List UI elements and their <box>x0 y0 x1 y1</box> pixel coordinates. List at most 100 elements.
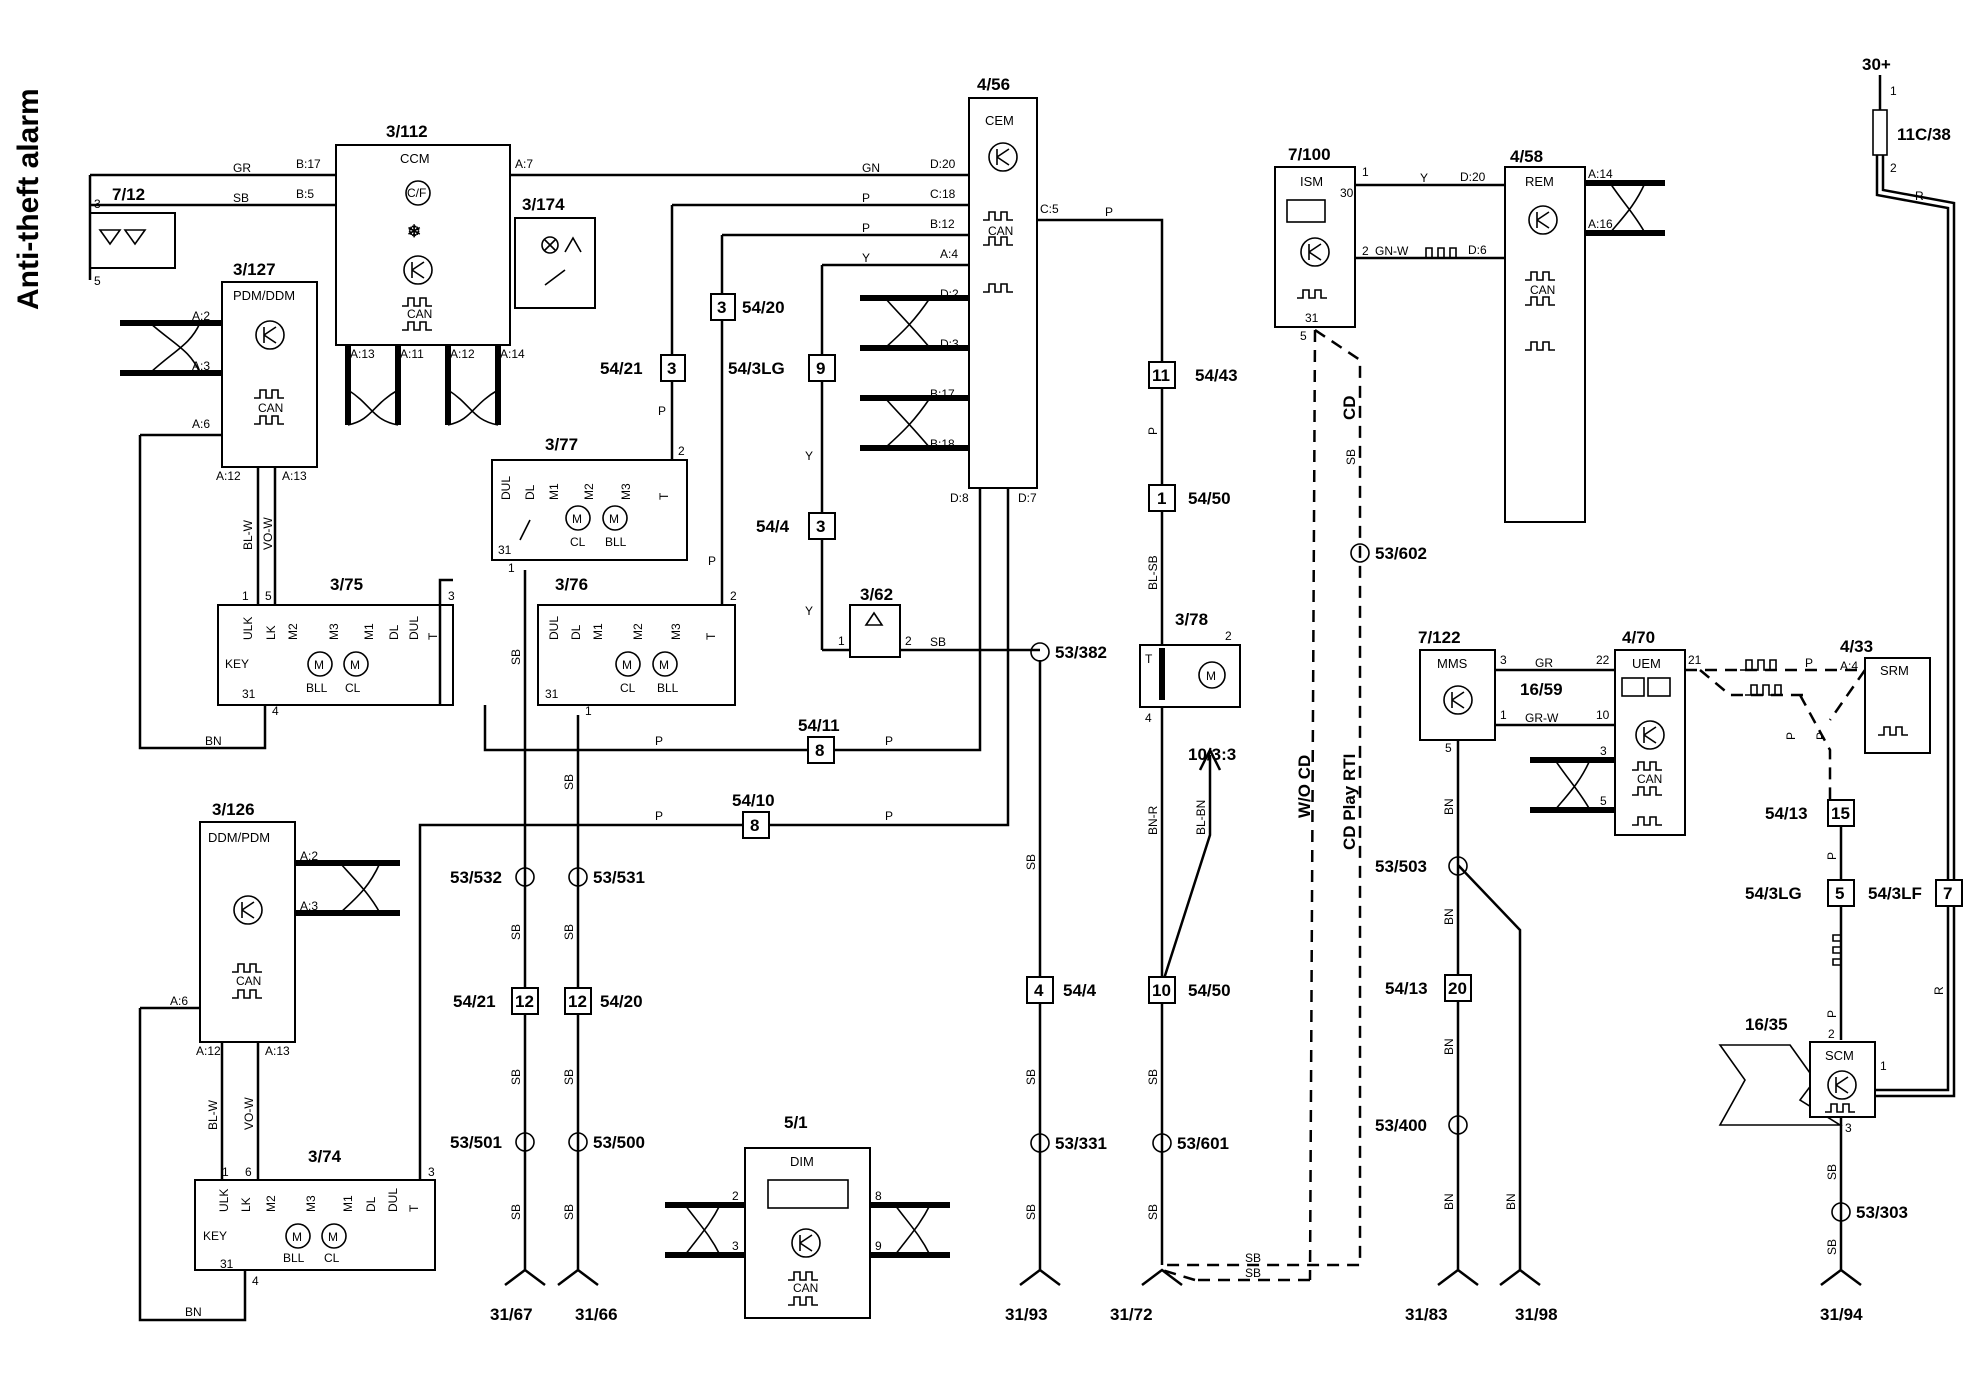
component-pdm-ddm: 3/127 PDM/DDM CAN A:2 A:3 A:6 A:12 A:13 <box>120 260 318 483</box>
svg-text:53/303: 53/303 <box>1856 1203 1908 1222</box>
svg-text:A:6: A:6 <box>170 994 188 1008</box>
svg-text:A:14: A:14 <box>500 347 525 361</box>
svg-text:CL: CL <box>324 1251 340 1265</box>
svg-text:21: 21 <box>1688 653 1702 667</box>
wire-p-6: P <box>655 734 663 748</box>
wo-cd-label: W/O CD <box>1295 755 1314 818</box>
svg-text:4: 4 <box>1145 711 1152 725</box>
svg-text:4: 4 <box>252 1274 259 1288</box>
component-rem: 4/58 REM CAN D:20 D:6 A:14 A:16 <box>1460 147 1665 523</box>
svg-text:3: 3 <box>428 1165 435 1179</box>
wire-gn: GN <box>862 161 880 175</box>
wire-p-1: P <box>862 191 870 205</box>
svg-text:M: M <box>328 1230 338 1244</box>
svg-text:CL: CL <box>570 535 586 549</box>
svg-text:53/500: 53/500 <box>593 1133 645 1152</box>
wire-sb: SB <box>233 191 249 205</box>
svg-text:22: 22 <box>1596 653 1610 667</box>
component-ism: 7/100 ISM 30 31 5 1 2 <box>1274 145 1369 343</box>
svg-text:54/21: 54/21 <box>453 992 496 1011</box>
svg-text:4: 4 <box>272 704 279 718</box>
svg-text:BL-BN: BL-BN <box>1194 800 1208 835</box>
svg-text:LK: LK <box>264 625 278 640</box>
component-3-77: 3/77 DUL DL M1 M2 M3 T M M CL BLL 31 1 2 <box>491 435 688 575</box>
svg-text:M3: M3 <box>619 483 633 500</box>
svg-text:M2: M2 <box>631 623 645 640</box>
svg-text:SB: SB <box>1245 1266 1261 1280</box>
splice-53-531: 53/531 <box>568 867 645 887</box>
svg-text:54/11: 54/11 <box>798 716 840 735</box>
svg-text:CL: CL <box>620 681 636 695</box>
diagram-title: Anti-theft alarm <box>12 88 45 310</box>
wire-p-4: P <box>658 404 666 418</box>
svg-text:5: 5 <box>1600 794 1607 808</box>
svg-text:1: 1 <box>838 634 845 648</box>
svg-text:12: 12 <box>515 992 534 1011</box>
svg-text:P: P <box>1825 852 1839 860</box>
svg-text:16/35: 16/35 <box>1745 1015 1788 1034</box>
svg-text:6: 6 <box>245 1165 252 1179</box>
c4-56-id: 4/56 <box>977 75 1010 94</box>
svg-text:T: T <box>704 632 718 640</box>
svg-text:BLL: BLL <box>605 535 627 549</box>
svg-text:DDM/PDM: DDM/PDM <box>208 830 270 845</box>
splice-53-532: 53/532 <box>450 867 535 887</box>
svg-text:BL-SB: BL-SB <box>1146 555 1160 590</box>
svg-text:T: T <box>426 632 440 640</box>
splice-53-331: 53/331 <box>1030 1133 1107 1153</box>
wire-bn-2: BN <box>185 1305 202 1319</box>
wire-y-3: Y <box>805 604 813 618</box>
component-ddm-pdm: 3/126 DDM/PDM CAN A:2 A:3 A:6 A:12 A:13 <box>170 800 400 1058</box>
svg-text:M: M <box>314 658 324 672</box>
svg-text:DUL: DUL <box>547 616 561 640</box>
svg-text:3/126: 3/126 <box>212 800 255 819</box>
svg-text:10: 10 <box>1152 981 1171 1000</box>
svg-text:54/4: 54/4 <box>756 517 790 536</box>
svg-text:M3: M3 <box>304 1195 318 1212</box>
svg-text:A:13: A:13 <box>350 347 375 361</box>
svg-text:DL: DL <box>523 484 537 500</box>
svg-text:DUL: DUL <box>407 616 421 640</box>
connector-54-3lf: 7 54/3LF <box>1868 879 1963 907</box>
svg-text:A:14: A:14 <box>1588 167 1613 181</box>
component-3-74: 3/74 ULK LK M2 M3 M1 DL DUL T KEY M M BL… <box>194 1147 436 1288</box>
svg-text:P: P <box>1784 732 1798 740</box>
svg-text:4: 4 <box>1034 981 1044 1000</box>
svg-text:54/3LG: 54/3LG <box>1745 884 1802 903</box>
svg-text:ISM: ISM <box>1300 174 1323 189</box>
svg-text:DUL: DUL <box>386 1188 400 1212</box>
svg-text:1: 1 <box>1890 84 1897 98</box>
pdm-ddm-name: PDM/DDM <box>233 288 295 303</box>
svg-text:A:13: A:13 <box>282 469 307 483</box>
splice-53-503: 53/503 <box>1375 856 1468 876</box>
svg-text:4/33: 4/33 <box>1840 637 1873 656</box>
ground-31-66: 31/66 <box>575 1305 618 1324</box>
svg-text:D:6: D:6 <box>1468 243 1487 257</box>
svg-text:2: 2 <box>1362 244 1369 258</box>
svg-text:31: 31 <box>545 687 559 701</box>
svg-text:VO-W: VO-W <box>261 517 275 550</box>
c7-12-id: 7/12 <box>112 185 145 204</box>
wire-gr-2: GR <box>1535 656 1553 670</box>
connector-54-10: 8 54/10 <box>732 791 775 839</box>
fuse-icon <box>1872 109 1888 156</box>
svg-text:R: R <box>1915 189 1924 203</box>
svg-text:54/3LF: 54/3LF <box>1868 884 1922 903</box>
svg-text:M1: M1 <box>362 623 376 640</box>
led-icon <box>98 229 147 246</box>
svg-text:P: P <box>1805 656 1813 670</box>
svg-text:T: T <box>1145 652 1153 666</box>
wire-p-9: P <box>885 809 893 823</box>
svg-text:5: 5 <box>1445 741 1452 755</box>
svg-text:53/400: 53/400 <box>1375 1116 1427 1135</box>
svg-text:M: M <box>292 1230 302 1244</box>
svg-text:BN: BN <box>1504 1193 1518 1210</box>
svg-text:DUL: DUL <box>499 476 513 500</box>
svg-text:8: 8 <box>750 816 759 835</box>
component-3-75: 3/75 ULK LK M2 M3 M1 DL DUL T KEY M M BL… <box>217 575 455 718</box>
svg-text:SB: SB <box>1245 1251 1261 1265</box>
svg-text:1: 1 <box>1157 489 1166 508</box>
svg-text:M1: M1 <box>547 483 561 500</box>
svg-text:30: 30 <box>1340 186 1354 200</box>
